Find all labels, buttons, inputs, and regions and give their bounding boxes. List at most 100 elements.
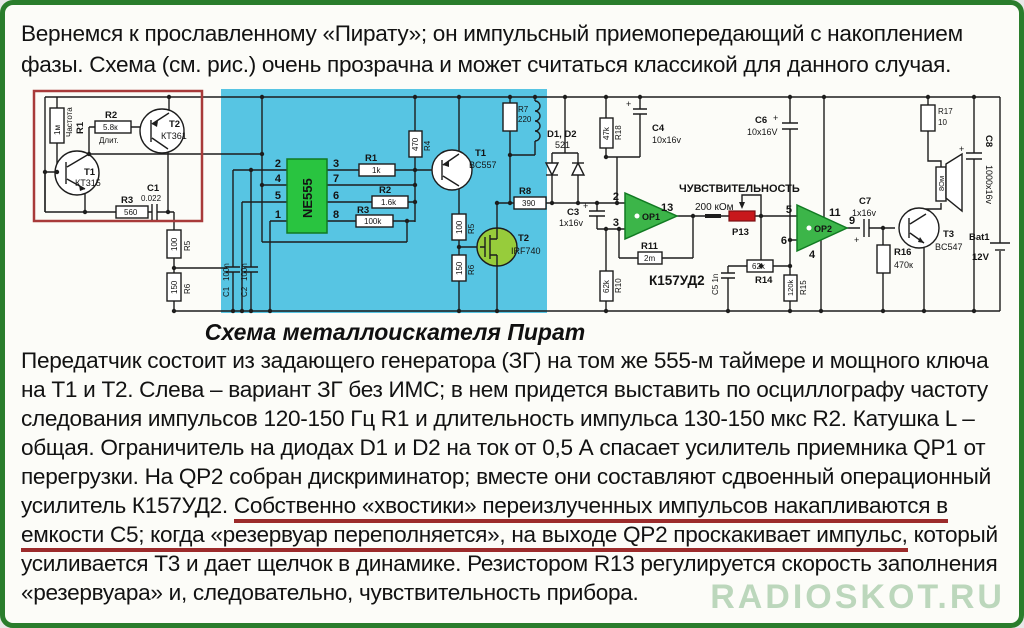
resistor-r10-label: R10 <box>614 278 623 293</box>
resistor-r8-timer-value: 390 <box>522 199 536 208</box>
capacitor-c4-value: 10x16v <box>652 135 682 145</box>
resistor-r15 <box>783 274 798 302</box>
resistor-r15-value: 120k <box>786 279 795 296</box>
capacitor-c8-label: C8 <box>983 135 994 147</box>
ne555-label: NE555 <box>300 178 315 218</box>
speaker-cone <box>945 152 963 213</box>
diodes-type: 521 <box>555 140 570 150</box>
transistor-t1-osc-label: T1 <box>84 167 96 178</box>
resistor-r8-timer <box>513 196 547 210</box>
junction-dots <box>42 94 977 314</box>
speaker-impedance: 8Ом <box>937 176 946 191</box>
resistor-r3-timer-label: R3 <box>357 205 369 216</box>
opamp-op1-dot <box>634 213 640 219</box>
resistor-r7-timer-label: R7 <box>518 105 529 114</box>
resistor-r2-osc-note: Длит. <box>99 136 119 145</box>
capacitor-c6-label: C6 <box>755 115 767 126</box>
coil-l <box>534 100 541 142</box>
resistor-r1-osc-label: R1 <box>75 121 86 134</box>
resistor-r5-timer-value: 100 <box>455 220 464 234</box>
ne555-pin-3: 3 <box>333 158 339 170</box>
resistor-r6-timer-value: 150 <box>455 261 464 275</box>
capacitor-c7-value: 1x16v <box>852 208 877 218</box>
resistor-r2-osc <box>94 120 132 134</box>
resistor-r6-osc-label: R6 <box>183 283 192 294</box>
transistor-t1-osc-type: КТ315 <box>75 178 101 188</box>
diode-d2 <box>570 161 586 176</box>
resistor-r3-osc-label: R3 <box>121 195 133 206</box>
resistor-r2-osc-label: R2 <box>105 110 117 121</box>
capacitor-c1-osc-plates <box>151 204 158 220</box>
opamp-op2-body <box>796 203 849 253</box>
resistor-r10-value: 62k <box>602 279 611 293</box>
resistor-r14-label: R14 <box>755 275 773 286</box>
capacitor-c1-osc-label: C1 <box>147 183 160 194</box>
sensitivity-value: 200 кОм <box>695 202 734 213</box>
resistor-r4-timer-value: 470 <box>411 137 420 151</box>
transistor-t1-timer-label: T1 <box>475 148 487 159</box>
capacitor-c1-timer-label: C1 <box>222 286 231 297</box>
resistor-r1-osc-note: Частота <box>65 107 74 137</box>
resistor-r2-osc-value: 5.8к <box>103 123 118 132</box>
resistor-r11 <box>637 251 663 265</box>
capacitor-c6-plates <box>782 122 798 130</box>
resistor-r5-timer <box>451 213 467 241</box>
capacitor-c5-label: C5 1n <box>711 274 720 295</box>
transistor-t3-type: BC547 <box>935 242 963 252</box>
capacitor-c4-label: C4 <box>652 123 665 134</box>
resistor-r2-timer <box>371 195 409 209</box>
resistor-r16-value: 470к <box>894 260 913 270</box>
capacitor-c4-plates <box>633 108 647 115</box>
opamp-op2-dot <box>806 225 812 231</box>
diodes-label: D1, D2 <box>547 129 577 140</box>
capacitor-c3-label: C3 <box>567 207 579 218</box>
resistor-r3-timer-value: 100k <box>364 217 382 226</box>
mosfet-t2-glyph <box>480 228 498 266</box>
mosfet-t2-type: IRF740 <box>511 246 541 256</box>
opamp-op1-pin2: 2 <box>613 191 619 203</box>
capacitor-c3-value: 1x16v <box>559 218 584 228</box>
resistor-r1-osc <box>49 107 65 144</box>
resistor-r6-timer <box>451 254 467 282</box>
opamp-ic-label: К157УД2 <box>649 273 705 288</box>
description-part2: который усиливается Т3 и дает щелчок в д… <box>21 522 998 605</box>
opamp-op2-pin9: 9 <box>849 215 855 227</box>
resistor-r2-timer-value: 1.6k <box>381 198 397 207</box>
capacitor-c2-timer-label: C2 <box>240 286 249 297</box>
opamp-op2-pin6: 6 <box>781 235 787 247</box>
resistor-r8-timer-label: R8 <box>519 186 531 197</box>
opamp-op2-pin11: 11 <box>829 207 841 219</box>
description-underlined: Собственно «хвостики» переизлученных имп… <box>21 493 948 552</box>
resistor-r17 <box>920 104 936 132</box>
capacitor-c1-c2-plates <box>226 266 258 273</box>
capacitor-c3-plates <box>589 210 605 217</box>
transistor-t3-arrow <box>918 237 924 243</box>
capacitor-c8-value: 1000x16v <box>984 165 994 205</box>
capacitor-c4-plus: + <box>626 99 631 109</box>
resistor-r4-timer-label: R4 <box>423 140 432 151</box>
capacitor-c7-plus: + <box>854 235 859 245</box>
transistor-t3-label: T3 <box>943 229 954 240</box>
ne555-pin-8: 8 <box>333 209 339 221</box>
resistor-r10 <box>599 270 614 302</box>
capacitor-c1-timer-value: 100n <box>222 263 231 281</box>
resistor-r18-label: R18 <box>614 125 623 140</box>
capacitor-c1-osc-value: 0.022 <box>141 194 162 203</box>
ne555-pin-4: 4 <box>275 173 282 185</box>
resistor-r5-osc-value: 100 <box>170 237 179 251</box>
capacitor-c3-plus: + <box>583 201 588 211</box>
resistor-r7-timer-value: 220 <box>518 115 532 124</box>
resistor-r1-timer-value: 1k <box>372 166 381 175</box>
opamp-op1-label: OP1 <box>642 212 660 222</box>
transistor-t2-osc-arrow <box>152 121 158 127</box>
transistor-t2-osc-type: КТ361 <box>161 131 187 141</box>
resistor-r17-label: R17 <box>938 107 953 116</box>
capacitor-c2-timer-value: 100n <box>240 263 249 281</box>
resistor-r11-label: R11 <box>641 241 659 252</box>
resistor-r18-value: 47k <box>602 126 611 140</box>
resistor-r16 <box>876 244 891 274</box>
battery-label: Bat1 <box>969 232 990 243</box>
resistor-r5-timer-label: R5 <box>467 223 476 234</box>
intro-paragraph: Вернемся к прославленному «Пирату»; он и… <box>21 21 963 77</box>
opamp-op1-pinout: 13 <box>661 202 673 214</box>
